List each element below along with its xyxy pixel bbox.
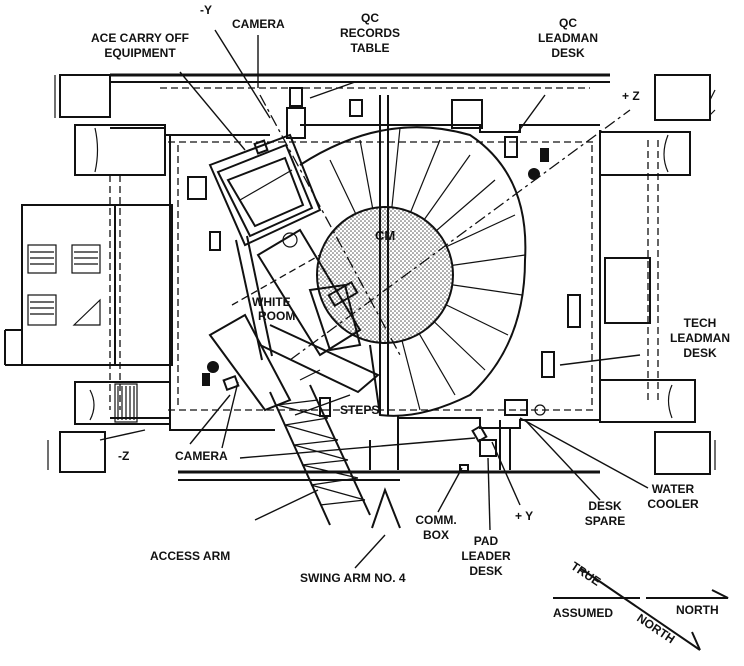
label-minus-y: -Y [200,3,212,17]
north-indicator [553,567,729,651]
label-qc-leadman-2: LEADMAN [538,31,598,45]
labels: -Y CAMERA QC RECORDS TABLE ACE CARRY OFF… [91,3,730,646]
label-desk-spare-2: SPARE [585,514,625,528]
label-camera-top: CAMERA [232,17,285,31]
label-pad-leader-1: PAD [474,534,499,548]
label-comm-box-2: BOX [423,528,449,542]
label-plus-y: + Y [515,509,533,523]
label-cm: CM [375,228,395,243]
white-room-structure [208,133,380,417]
leader-lines [99,29,649,569]
label-qc-records-3: TABLE [350,41,389,55]
label-pad-leader-3: DESK [469,564,503,578]
label-true: TRUE [568,559,603,589]
label-north-diag: NORTH [634,611,677,646]
label-access-arm: ACCESS ARM [150,549,230,563]
label-qc-leadman-1: QC [559,16,577,30]
label-camera-bottom: CAMERA [175,449,228,463]
label-qc-records-2: RECORDS [340,26,400,40]
label-tech-leadman-2: LEADMAN [670,331,730,345]
label-water-cooler-2: COOLER [647,497,699,511]
label-tech-leadman-3: DESK [683,346,717,360]
furniture [187,87,581,472]
label-water-cooler-1: WATER [652,482,695,496]
label-white-room-2: ROOM [258,309,295,323]
label-ace-carry-off-1: ACE CARRY OFF [91,31,189,45]
left-wing [4,74,173,473]
label-pad-leader-2: LEADER [461,549,511,563]
label-qc-leadman-3: DESK [551,46,585,60]
label-ace-carry-off-2: EQUIPMENT [104,46,176,60]
label-minus-z: -Z [118,449,129,463]
label-steps: STEPS [340,403,379,417]
label-comm-box-1: COMM. [415,513,456,527]
right-wing [599,74,716,475]
label-tech-leadman-1: TECH [684,316,717,330]
label-qc-records-1: QC [361,11,379,25]
label-swing-arm: SWING ARM NO. 4 [300,571,406,585]
label-plus-z: + Z [622,89,640,103]
label-desk-spare-1: DESK [588,499,622,513]
label-assumed: ASSUMED [553,606,613,620]
label-north-right: NORTH [676,603,719,617]
label-white-room-1: WHITE [252,295,291,309]
